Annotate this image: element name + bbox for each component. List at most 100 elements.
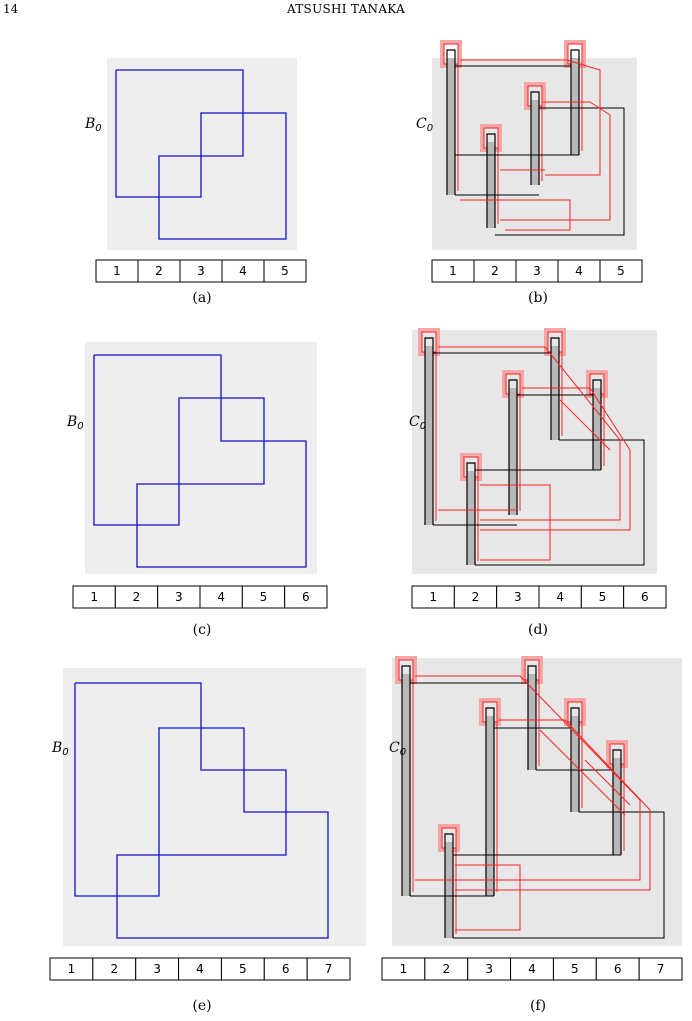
panel-caption: (f) bbox=[530, 998, 546, 1014]
c-red-wire-1 bbox=[455, 719, 651, 891]
panel-background bbox=[63, 668, 366, 946]
pin-stem-3 bbox=[487, 142, 495, 228]
contour-label: B0 bbox=[84, 116, 102, 134]
panel-background bbox=[107, 58, 297, 250]
strip-number-2: 2 bbox=[155, 264, 163, 278]
panel-caption: (d) bbox=[528, 622, 548, 638]
strip-cell-5 bbox=[599, 259, 643, 283]
strip-number-3: 3 bbox=[175, 590, 183, 604]
pin-stem-3 bbox=[571, 716, 579, 812]
c-red-wire-0 bbox=[460, 59, 601, 176]
strip-cell-5 bbox=[263, 259, 307, 283]
pin-stem-0 bbox=[402, 674, 410, 896]
strip-number-1: 1 bbox=[113, 264, 121, 278]
strip-number-1: 1 bbox=[429, 590, 437, 604]
strip-cell-7 bbox=[638, 957, 683, 981]
pin-black-3 bbox=[486, 133, 496, 228]
c-red-wire-4 bbox=[455, 864, 521, 931]
pin-black-3 bbox=[592, 379, 602, 470]
c-red-wire-0 bbox=[438, 346, 621, 521]
c-red-wire-1 bbox=[480, 387, 631, 531]
strip-number-2: 2 bbox=[110, 962, 118, 976]
pin-stem-2 bbox=[531, 100, 539, 185]
panel-caption: (c) bbox=[193, 622, 212, 638]
b0-contour bbox=[93, 354, 307, 568]
pin-stem-2 bbox=[486, 716, 494, 896]
strip-number-5: 5 bbox=[260, 590, 268, 604]
strip-number-4: 4 bbox=[239, 264, 247, 278]
strip-number-4: 4 bbox=[217, 590, 225, 604]
c-black-wire-1 bbox=[495, 107, 625, 236]
pin-black-4 bbox=[466, 462, 476, 565]
strip-number-1: 1 bbox=[68, 962, 76, 976]
strip-number-5: 5 bbox=[239, 962, 247, 976]
panel-f: C0 1 2 3 4 5 6 7 (f) bbox=[381, 656, 683, 1014]
panel-background bbox=[85, 342, 317, 574]
contour-label: B0 bbox=[66, 414, 84, 432]
pin-black-0 bbox=[446, 49, 456, 195]
strip-cell-6 bbox=[284, 585, 328, 609]
pin-stem-1 bbox=[551, 346, 559, 440]
pin-black-2 bbox=[508, 379, 518, 515]
strip-number-4: 4 bbox=[528, 962, 536, 976]
panel-caption: (b) bbox=[528, 290, 548, 306]
b0-contour bbox=[115, 69, 287, 240]
pin-stem-4 bbox=[467, 471, 475, 565]
strip-number-2: 2 bbox=[472, 590, 480, 604]
strip-number-5: 5 bbox=[617, 264, 625, 278]
strip-number-7: 7 bbox=[657, 962, 665, 976]
strip-number-2: 2 bbox=[133, 590, 141, 604]
pin-stem-1 bbox=[571, 58, 579, 155]
strip-number-5: 5 bbox=[599, 590, 607, 604]
b0-contour bbox=[74, 682, 329, 939]
c-red-wire-3 bbox=[584, 759, 631, 806]
strip-cell-7 bbox=[306, 957, 351, 981]
page-number: 14 bbox=[3, 2, 19, 16]
pin-black-0 bbox=[401, 665, 411, 896]
pin-black-2 bbox=[530, 91, 540, 185]
pin-black-4 bbox=[612, 749, 622, 855]
strip-number-1: 1 bbox=[90, 590, 98, 604]
pin-stem-2 bbox=[509, 388, 517, 515]
strip-number-4: 4 bbox=[575, 264, 583, 278]
pin-stem-5 bbox=[445, 842, 453, 938]
c-shade-0 bbox=[412, 330, 657, 574]
strip-number-5: 5 bbox=[571, 962, 579, 976]
strip-number-4: 4 bbox=[556, 590, 564, 604]
strip-number-5: 5 bbox=[281, 264, 289, 278]
pin-black-1 bbox=[550, 337, 560, 440]
strip-number-4: 4 bbox=[196, 962, 204, 976]
running-head: ATSUSHI TANAKA bbox=[286, 2, 406, 16]
c-red-wire-1 bbox=[500, 101, 611, 221]
pin-black-5 bbox=[444, 833, 454, 938]
strip-number-2: 2 bbox=[491, 264, 499, 278]
pin-stem-3 bbox=[593, 388, 601, 470]
c-black-wire-2 bbox=[475, 439, 645, 566]
panel-caption: (a) bbox=[192, 290, 211, 306]
strip-number-7: 7 bbox=[325, 962, 333, 976]
strip-number-3: 3 bbox=[485, 962, 493, 976]
contour-label: B0 bbox=[51, 740, 69, 758]
strip-cell-6 bbox=[623, 585, 667, 609]
c-red-wire-2 bbox=[539, 729, 626, 816]
strip-number-6: 6 bbox=[641, 590, 649, 604]
pin-black-3 bbox=[570, 707, 580, 812]
strip-number-3: 3 bbox=[197, 264, 205, 278]
panel-c: B0 1 2 3 4 5 6 (c) bbox=[66, 342, 328, 638]
contour-label: C0 bbox=[389, 740, 406, 758]
pin-stem-0 bbox=[447, 58, 455, 195]
strip-number-6: 6 bbox=[302, 590, 310, 604]
pin-stem-0 bbox=[425, 346, 433, 525]
strip-number-3: 3 bbox=[533, 264, 541, 278]
strip-number-1: 1 bbox=[400, 962, 408, 976]
strip-number-2: 2 bbox=[442, 962, 450, 976]
contour-label: C0 bbox=[409, 414, 426, 432]
strip-number-6: 6 bbox=[614, 962, 622, 976]
panel-caption: (e) bbox=[192, 998, 211, 1014]
pin-black-0 bbox=[424, 337, 434, 525]
c-red-wire-3 bbox=[480, 484, 551, 561]
c-shade-0 bbox=[392, 658, 682, 946]
